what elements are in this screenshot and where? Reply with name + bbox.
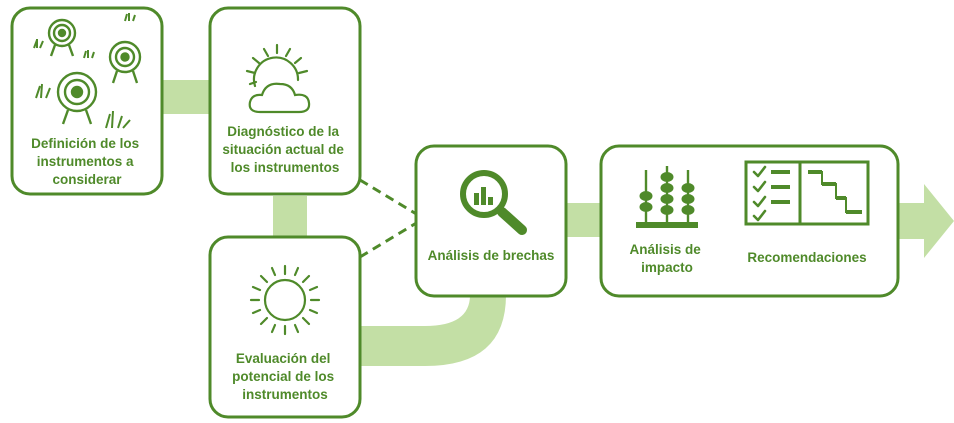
- label-diagnostico: Diagnóstico de la situación actual de lo…: [222, 124, 347, 175]
- connector-definicion-diagnostico: [160, 80, 212, 114]
- connectors: [160, 80, 954, 366]
- label-diagnostico-line-1: Diagnóstico de la: [227, 124, 339, 139]
- sun-icon: [249, 264, 321, 336]
- connector-evaluacion-brechas: [358, 295, 506, 366]
- label-evaluacion-line-2: potencial de los: [232, 369, 334, 384]
- label-impacto: Análisis de impacto: [629, 242, 704, 275]
- label-diagnostico-line-3: los instrumentos: [231, 160, 340, 175]
- magnifier-chart-icon: [460, 170, 527, 235]
- abacus-icon: [636, 166, 698, 228]
- label-definicion-line-3: considerar: [52, 172, 122, 187]
- dashed-line-diagnostico: [359, 178, 419, 217]
- label-brechas: Análisis de brechas: [428, 248, 555, 263]
- label-definicion-line-1: Definición de los: [31, 136, 139, 151]
- label-impacto-line-1: Análisis de: [629, 242, 701, 257]
- targets-icon: [33, 13, 142, 129]
- sun-cloud-icon: [245, 43, 311, 114]
- label-diagnostico-line-2: situación actual de: [222, 142, 344, 157]
- dashed-connectors: [359, 178, 419, 259]
- label-evaluacion: Evaluación del potencial de los instrume…: [232, 351, 338, 402]
- dashed-line-evaluacion: [359, 220, 419, 259]
- label-impacto-line-2: impacto: [641, 260, 693, 275]
- label-recomendaciones: Recomendaciones: [747, 250, 866, 265]
- output-arrow: [898, 184, 954, 258]
- connector-brechas-impacto: [566, 203, 604, 237]
- label-brechas-line-1: Análisis de brechas: [428, 248, 555, 263]
- label-evaluacion-line-1: Evaluación del: [236, 351, 331, 366]
- label-recomendaciones-line-1: Recomendaciones: [747, 250, 866, 265]
- label-evaluacion-line-3: instrumentos: [242, 387, 328, 402]
- box-brechas: [414, 144, 568, 298]
- label-definicion-line-2: instrumentos a: [37, 154, 134, 169]
- label-definicion: Definición de los instrumentos a conside…: [31, 136, 143, 187]
- connector-diagnostico-evaluacion: [273, 196, 307, 238]
- checklist-chart-icon: [744, 160, 870, 226]
